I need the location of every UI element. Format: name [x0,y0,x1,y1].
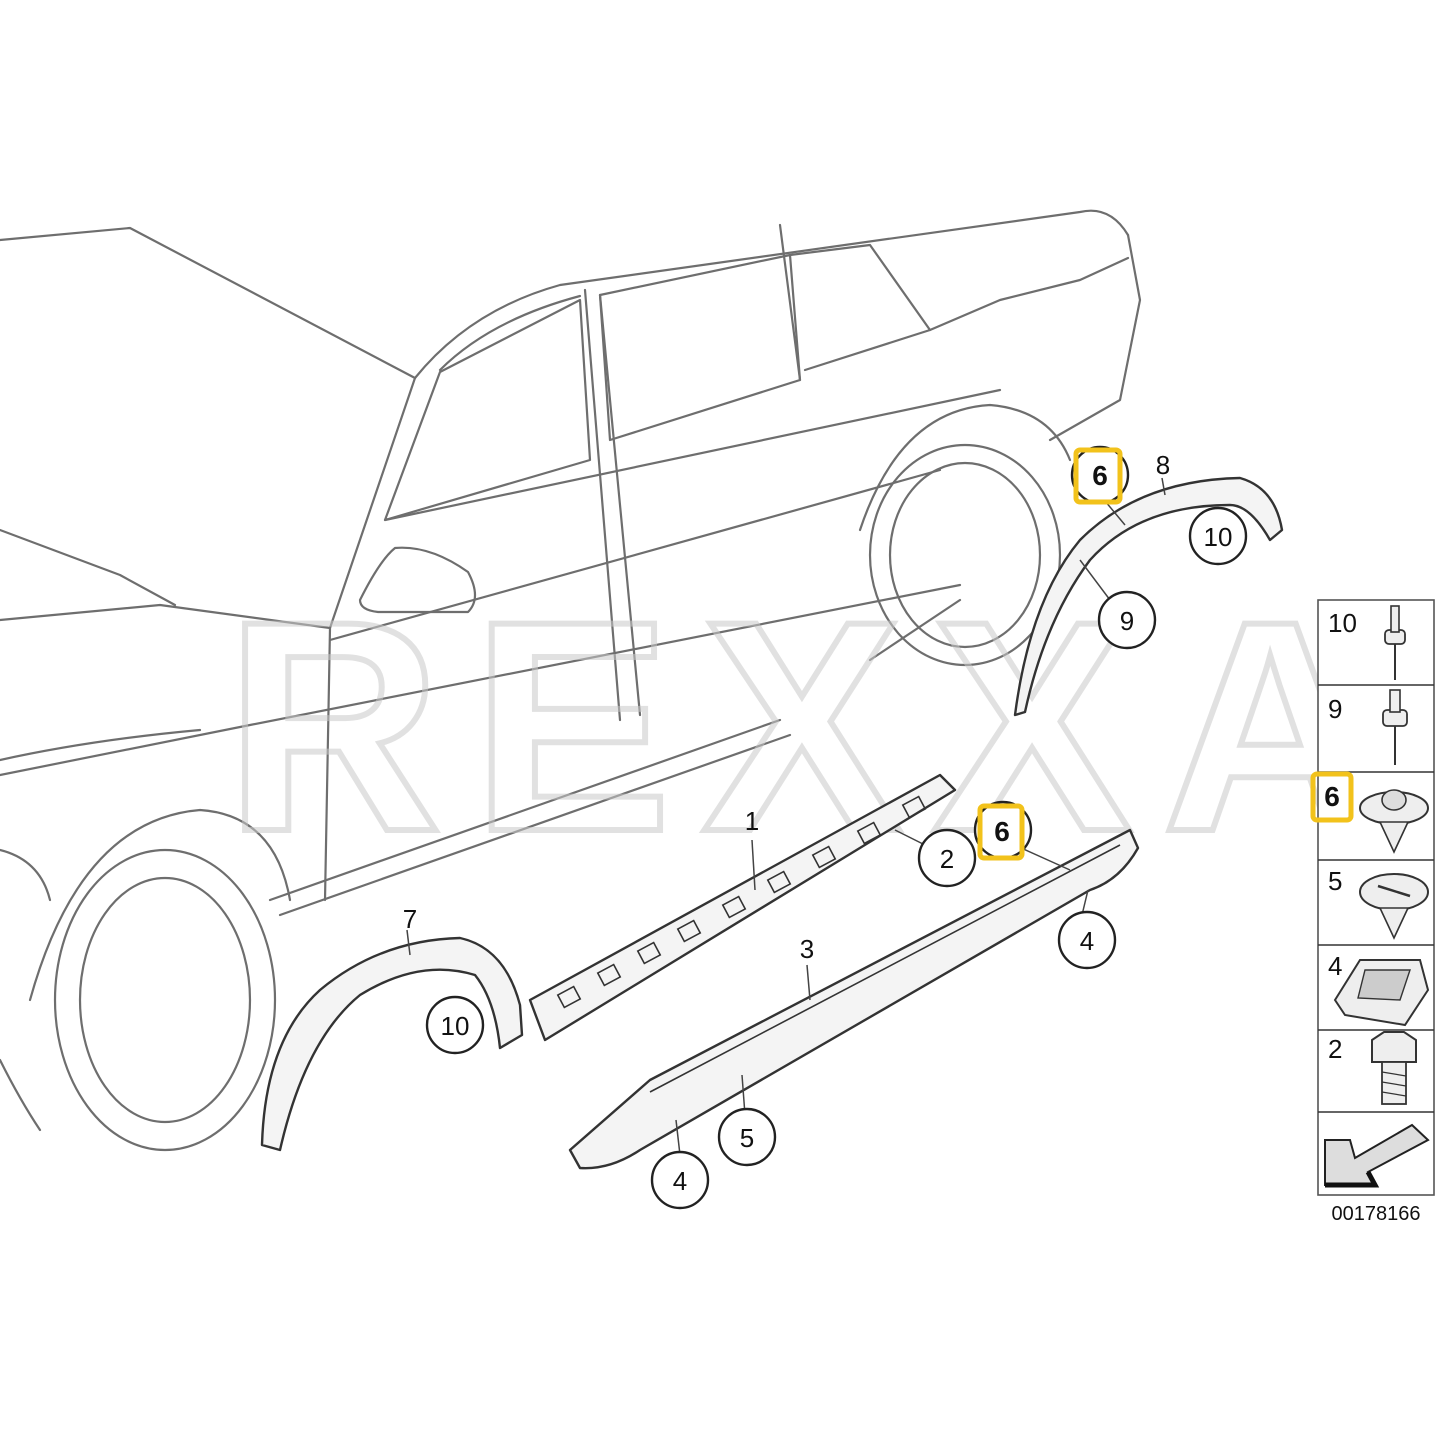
sill-bracket-rail [528,773,957,1042]
watermark: REXXA [225,558,1409,894]
direction-arrow-icon [1324,1123,1430,1188]
svg-text:2: 2 [940,844,954,874]
svg-text:5: 5 [1328,866,1342,896]
svg-text:4: 4 [673,1166,687,1196]
legend-row-5: 5 [1328,866,1429,940]
svg-text:6: 6 [1092,460,1108,491]
callout-6-mid: 6 [973,800,1033,861]
legend-row-10: 10 [1328,605,1406,680]
legend-row-2: 2 [1328,1031,1417,1105]
callout-4-bottom: 4 [650,1150,710,1210]
callout-1: 1 [745,806,759,836]
legend-row-9: 9 [1328,689,1408,765]
front-wheel-arch-trim [260,936,524,1152]
side-sill-cover [568,828,1140,1170]
rivet-long-icon [1384,605,1406,680]
callout-6-top: 6 [1070,445,1130,505]
svg-text:2: 2 [1328,1034,1342,1064]
mounting-bracket-icon [1333,959,1430,1027]
svg-text:4: 4 [1080,926,1094,956]
svg-text:6: 6 [994,816,1010,847]
svg-text:9: 9 [1120,606,1134,636]
rear-wheel-arch-trim [1013,476,1284,717]
svg-text:5: 5 [740,1123,754,1153]
svg-text:6: 6 [1324,781,1340,812]
push-clip-icon [1359,789,1429,854]
callout-2: 2 [917,828,977,888]
svg-text:9: 9 [1328,694,1342,724]
callout-8: 8 [1156,450,1170,480]
parts-legend: 10 9 6 [1310,599,1435,1196]
callout-10-right: 10 [1188,506,1248,566]
car-outline [0,209,1142,1152]
expansion-clip-icon [1359,873,1429,940]
sill-rail-clips [556,795,927,1009]
svg-text:4: 4 [1328,951,1342,981]
callout-10-left: 10 [425,995,485,1055]
svg-text:10: 10 [441,1011,470,1041]
callout-3: 3 [800,934,814,964]
svg-text:10: 10 [1204,522,1233,552]
legend-row-4: 4 [1328,951,1430,1027]
legend-row-6: 6 [1310,771,1429,854]
part-number: 00178166 [1332,1203,1421,1225]
hex-bolt-icon [1371,1031,1417,1105]
svg-text:10: 10 [1328,608,1357,638]
callout-4-right: 4 [1057,910,1117,970]
rivet-short-icon [1382,689,1408,765]
callout-5: 5 [717,1107,777,1167]
callout-9: 9 [1097,590,1157,650]
callout-7: 7 [403,904,417,934]
